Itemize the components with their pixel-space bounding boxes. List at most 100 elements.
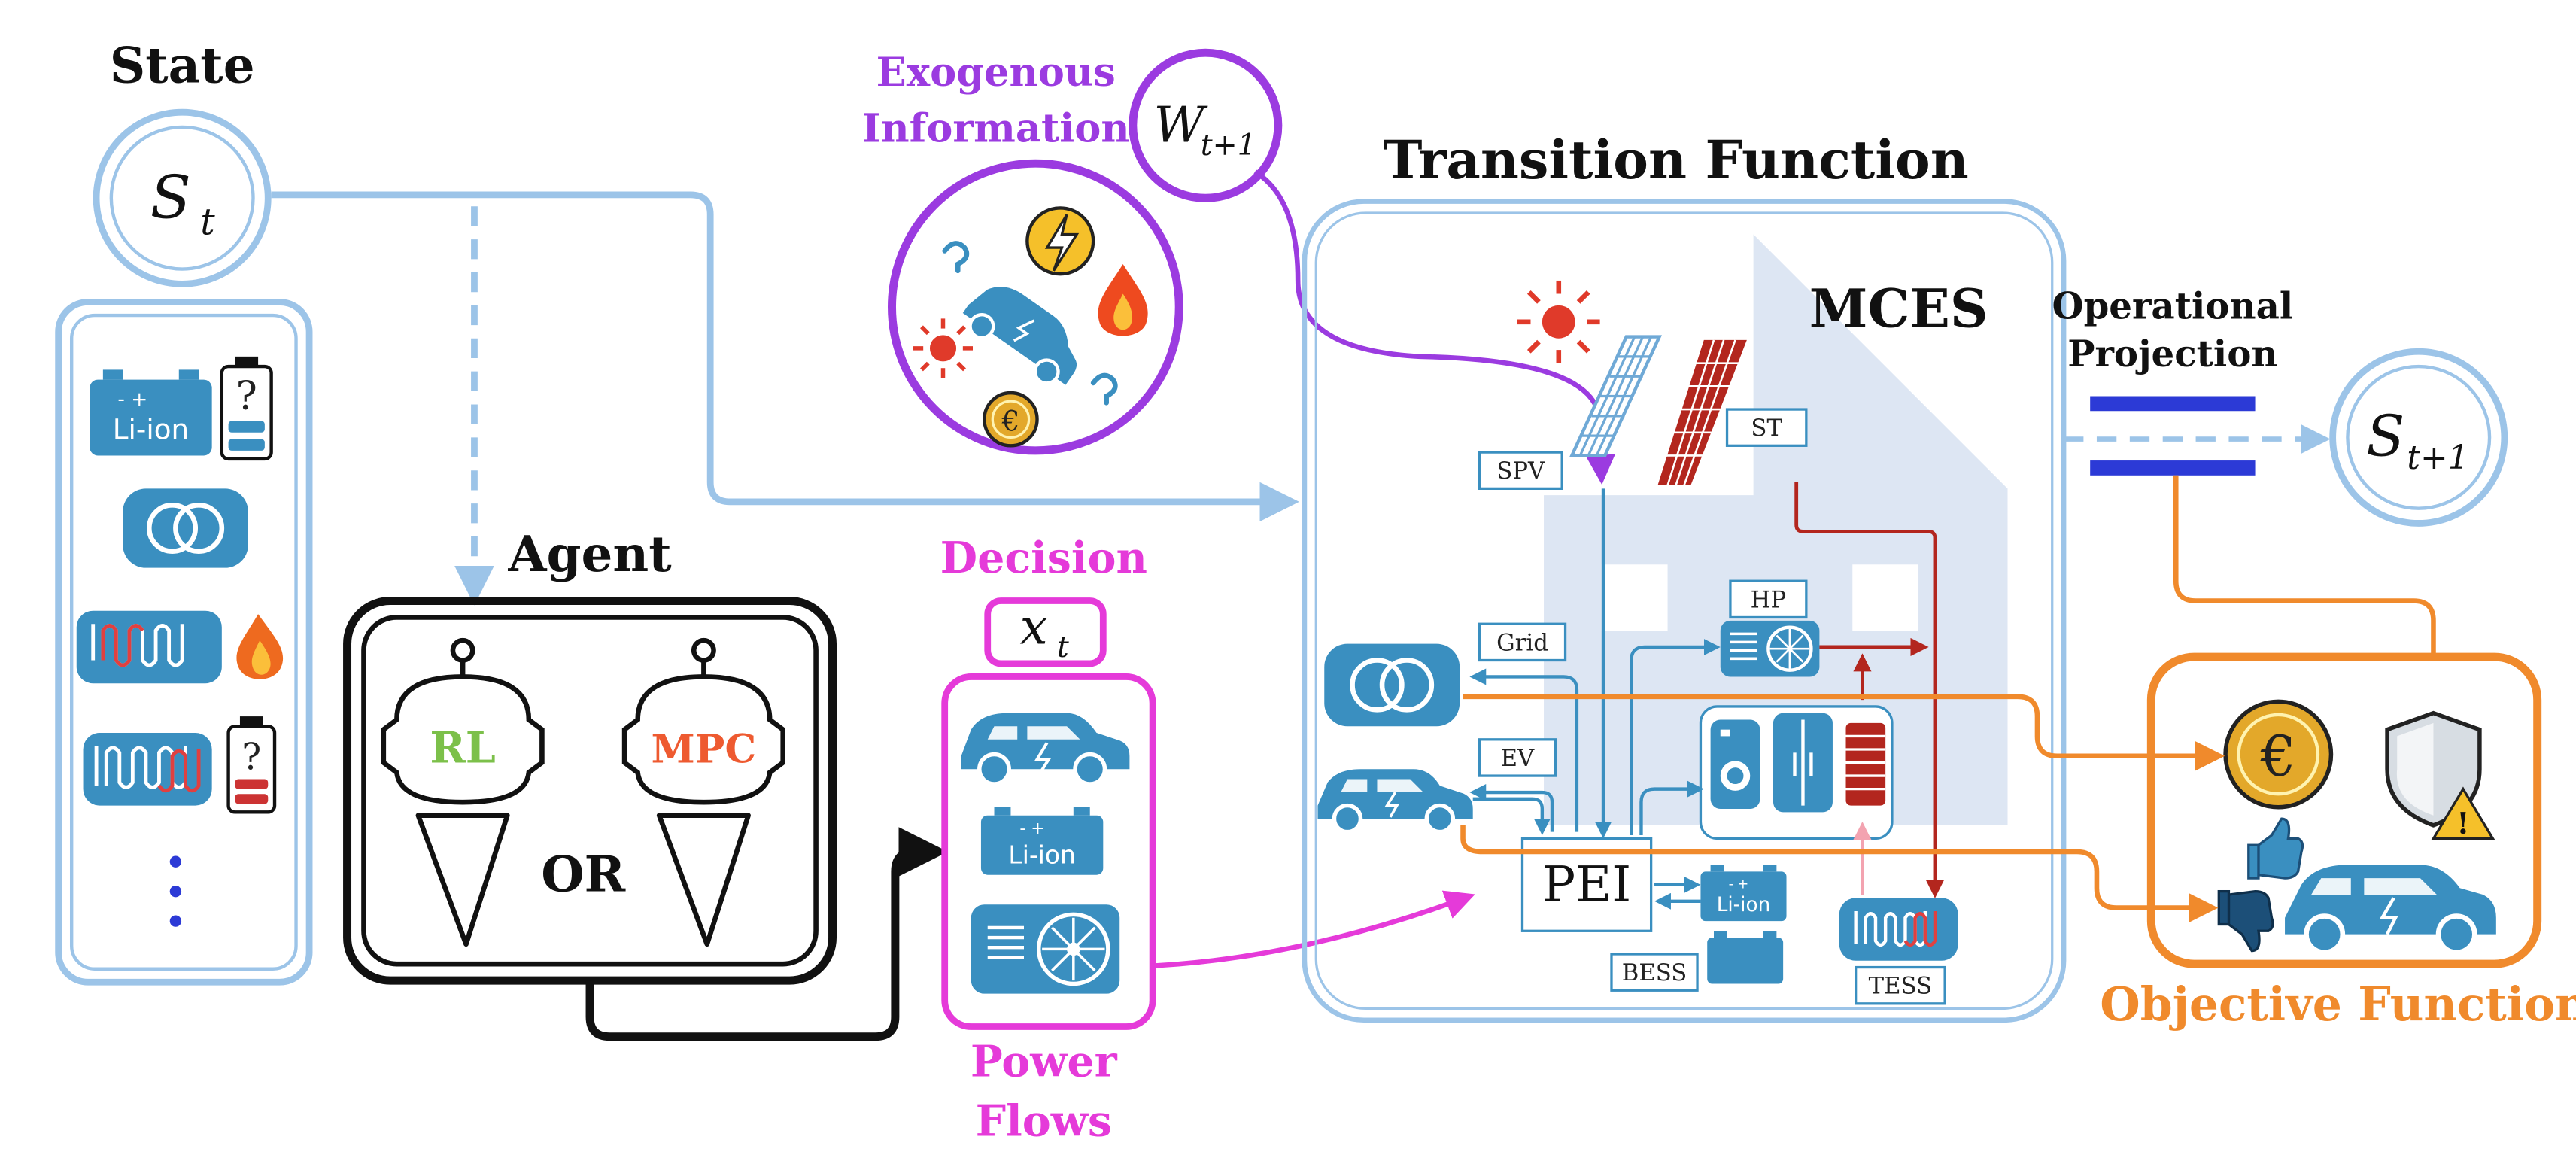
radiator-icon xyxy=(1845,722,1886,806)
projection-title-line1: Operational xyxy=(2052,285,2294,327)
svg-text:€: € xyxy=(1001,405,1020,438)
transition-title: Transition Function xyxy=(1383,129,1968,191)
flame-icon xyxy=(236,614,284,679)
svg-text:Li-ion: Li-ion xyxy=(113,413,189,446)
uncertainty-icon xyxy=(942,241,1118,406)
decision-caption-line2: Flows xyxy=(976,1096,1112,1146)
svg-text:Li-ion: Li-ion xyxy=(1008,840,1075,869)
heat-flow-lines xyxy=(1794,482,1945,898)
ev-label: EV xyxy=(1478,738,1557,777)
heat-pump-icon xyxy=(1720,620,1820,677)
decision-variable: x t xyxy=(984,597,1107,667)
svg-text:t+1: t+1 xyxy=(1201,128,1256,163)
mces-building xyxy=(1544,234,2008,825)
shield-warning-icon: ! xyxy=(2385,710,2496,841)
svg-text:BESS: BESS xyxy=(1622,959,1687,986)
battery-icon xyxy=(1707,931,1784,984)
washing-machine-icon xyxy=(1710,719,1760,809)
rl-agent-icon xyxy=(381,637,545,947)
battery-icon: - + Li-ion xyxy=(90,369,212,456)
or-label: OR xyxy=(541,845,626,904)
ev-car-icon xyxy=(962,287,1077,385)
fridge-icon xyxy=(1773,713,1833,813)
state-title: State xyxy=(110,36,255,95)
grid-icon xyxy=(1324,643,1460,727)
grid-to-cost-arrow xyxy=(1463,694,2225,771)
svg-text:t: t xyxy=(200,202,215,244)
svg-text:x: x xyxy=(1020,598,1048,656)
st-label: ST xyxy=(1725,408,1808,447)
state-to-transition-arrow xyxy=(271,191,1299,522)
svg-text:ST: ST xyxy=(1751,415,1782,442)
state-panel xyxy=(55,299,313,986)
ev-car-icon xyxy=(2285,865,2496,956)
svg-text:TESS: TESS xyxy=(1869,973,1932,1000)
sun-icon xyxy=(1517,280,1600,363)
mpc-label: MPC xyxy=(652,727,757,773)
decision-to-pei-arrow xyxy=(1156,890,1475,968)
svg-text:- +: - + xyxy=(1729,877,1749,892)
objective-title: Objective Function xyxy=(2100,977,2576,1032)
state-node: S t xyxy=(93,108,272,287)
agent-title: Agent xyxy=(507,524,672,583)
euro-coin-icon: € xyxy=(2223,699,2334,810)
svg-text:S: S xyxy=(150,163,191,232)
ev-car-icon xyxy=(961,713,1130,786)
electrical-flow-lines xyxy=(1469,488,1721,910)
thumbs-up-icon xyxy=(2247,817,2304,880)
thermal-storage-icon xyxy=(1839,898,1958,961)
agent-to-decision-arrow xyxy=(585,827,949,1041)
grid-label: Grid xyxy=(1478,622,1567,662)
sun-icon xyxy=(913,318,973,378)
exogenous-title-line2: Information xyxy=(862,106,1130,152)
mces-label: MCES xyxy=(1809,277,1988,339)
grid-icon xyxy=(123,488,248,568)
decision-caption-line1: Power xyxy=(971,1036,1118,1086)
bess-label: BESS xyxy=(1610,953,1699,992)
svg-text:?: ? xyxy=(236,373,257,419)
exogenous-title-line1: Exogenous xyxy=(876,50,1116,96)
svg-text:t+1: t+1 xyxy=(2407,439,2468,477)
projection-to-objective-arrow xyxy=(2173,475,2449,707)
svg-text:PEI: PEI xyxy=(1542,855,1631,913)
projection-title-line2: Projection xyxy=(2067,333,2277,375)
svg-text:Li-ion: Li-ion xyxy=(1717,894,1771,916)
svg-text:EV: EV xyxy=(1501,745,1535,772)
transition-frame xyxy=(1302,199,2067,1023)
thermal-storage-icon xyxy=(76,610,222,684)
svg-text:€: € xyxy=(2260,724,2296,789)
svg-text:SPV: SPV xyxy=(1496,457,1545,485)
exogenous-to-transition-arrow xyxy=(1253,169,1615,485)
ev-to-satisfaction-arrow xyxy=(1460,825,2219,923)
solar-thermal-panel-icon xyxy=(1657,339,1747,486)
svg-text:!: ! xyxy=(2456,807,2469,841)
svg-text:- +: - + xyxy=(1019,819,1044,838)
decision-title: Decision xyxy=(940,533,1147,583)
svg-text:- +: - + xyxy=(117,389,147,412)
tess-label: TESS xyxy=(1855,965,1946,1005)
svg-text:?: ? xyxy=(242,736,261,778)
svg-text:Grid: Grid xyxy=(1496,629,1548,656)
thermal-storage-icon xyxy=(83,733,212,806)
battery-icon: - + Li-ion xyxy=(980,807,1104,875)
euro-coin-icon: € xyxy=(983,391,1039,448)
svg-text:HP: HP xyxy=(1751,586,1786,613)
exogenous-node: W t+1 xyxy=(1129,48,1283,202)
solar-pv-panel-icon xyxy=(1569,335,1663,457)
projection-bar-bottom xyxy=(2090,460,2256,476)
projection-bar-top xyxy=(2090,396,2256,412)
spv-label: SPV xyxy=(1478,451,1563,491)
next-state-node: S t+1 xyxy=(2329,348,2508,527)
svg-text:t: t xyxy=(1057,630,1069,664)
soc-unknown-icon: ? xyxy=(226,716,277,814)
soc-unknown-icon: ? xyxy=(220,356,273,461)
flame-icon xyxy=(1098,264,1148,336)
svg-text:S: S xyxy=(2366,403,2404,469)
mpc-agent-icon xyxy=(621,637,785,947)
rl-label: RL xyxy=(430,723,495,773)
battery-icon: - + Li-ion xyxy=(1700,865,1787,922)
ev-car-icon xyxy=(1317,769,1473,834)
heat-pump-icon xyxy=(971,904,1120,994)
lightning-icon xyxy=(1025,206,1095,276)
